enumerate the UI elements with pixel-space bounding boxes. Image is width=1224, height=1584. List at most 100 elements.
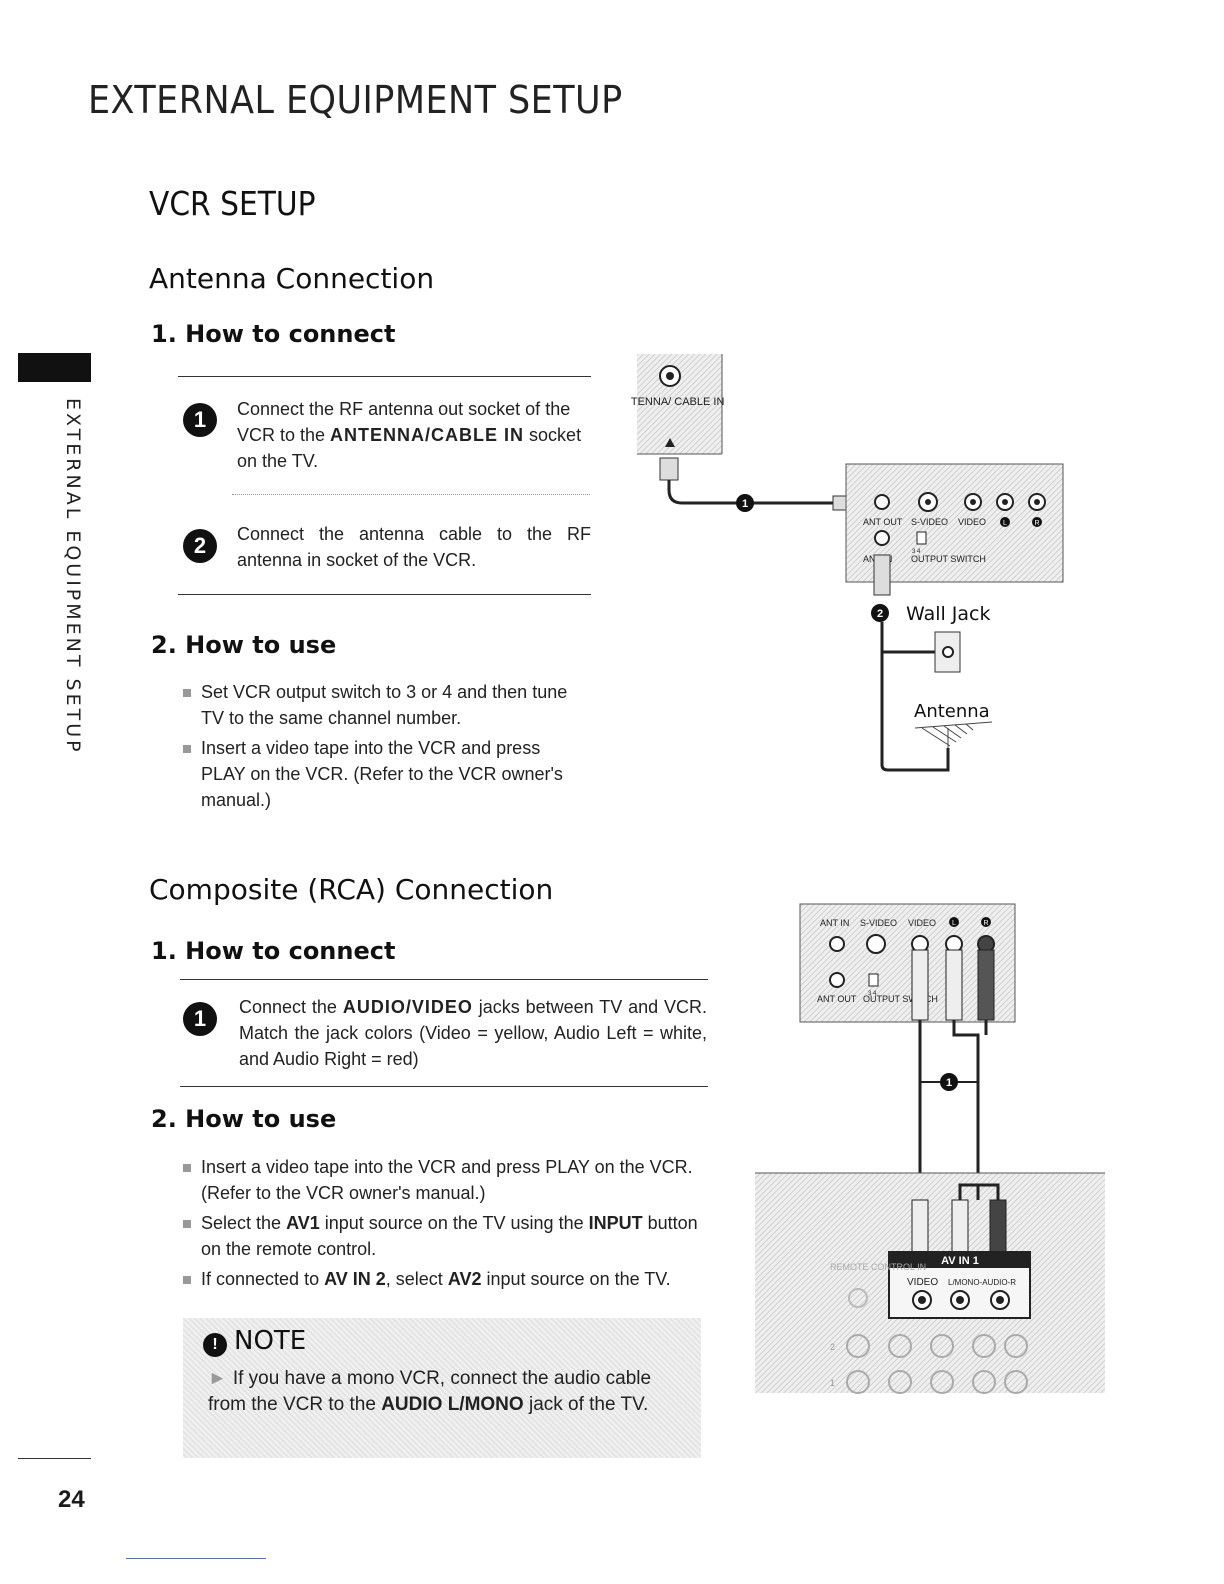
list-item-emphasis: AV2	[447, 1269, 482, 1289]
note-text-prefix: If you have a mono VCR, connect the audi…	[208, 1368, 652, 1415]
remote-control-label: REMOTE CONTROL IN	[830, 1262, 926, 1272]
tv-jack-label: ANTENNA/ CABLE IN	[630, 396, 724, 408]
note-arrow-icon: ►	[208, 1368, 227, 1389]
footer-line	[126, 1558, 266, 1559]
video-label: VIDEO	[958, 517, 986, 527]
ant-out-label: ANT OUT	[817, 994, 857, 1004]
list-item-text: Select the	[201, 1213, 287, 1233]
composite-connection-title: Composite (RCA) Connection	[149, 873, 554, 906]
step-1-text-emphasis: ANTENNA/CABLE IN	[330, 425, 525, 445]
list-item-emphasis: AV1	[286, 1213, 320, 1233]
step-divider	[232, 494, 590, 495]
switch-nums: 3 4	[912, 549, 921, 555]
antenna-step-1-text: Connect the RF antenna out socket of the…	[237, 396, 591, 474]
ant-out-jack-icon	[874, 494, 890, 510]
section-title: VCR SETUP	[149, 184, 316, 223]
note-title: NOTE	[234, 1326, 307, 1356]
list-item: Set VCR output switch to 3 or 4 and then…	[181, 679, 581, 731]
antenna-label: Antenna	[914, 701, 990, 722]
ant-out-label: ANT OUT	[863, 517, 903, 527]
antenna-cable	[880, 622, 950, 772]
divider	[180, 979, 708, 980]
antenna-connection-title: Antenna Connection	[149, 262, 435, 295]
callout-1-label: 1	[742, 498, 748, 510]
composite-step-text-prefix: Connect the	[239, 997, 343, 1017]
antenna-use-list: Set VCR output switch to 3 or 4 and then…	[181, 679, 581, 817]
l-label: L	[1003, 520, 1007, 527]
ant-out-jack-icon	[829, 972, 845, 988]
composite-step-text-suffix: jacks between TV and VCR. Match the jack…	[239, 997, 707, 1069]
video-plug-icon	[911, 949, 929, 1021]
list-item-text: , select	[385, 1269, 448, 1289]
s-video-jack-icon	[866, 934, 886, 954]
list-item-text: If connected to	[201, 1269, 325, 1289]
vcr-back-panel	[845, 463, 1064, 583]
antenna-icon	[914, 721, 993, 748]
antenna-step-2-text: Connect the antenna cable to the RF ante…	[237, 524, 591, 570]
divider	[178, 376, 591, 377]
list-item: Insert a video tape into the VCR and pre…	[181, 1154, 701, 1206]
list-item-emphasis: AV IN 2	[324, 1269, 386, 1289]
s-video-label: S-VIDEO	[911, 517, 948, 527]
list-item: Insert a video tape into the VCR and pre…	[181, 735, 581, 813]
output-switch-label: OUTPUT SWITCH	[911, 554, 986, 564]
ant-in-plug-icon	[873, 554, 891, 596]
step-1-text-suffix: socket on the TV.	[237, 425, 582, 471]
output-switch-label: OUTPUT SWITCH	[863, 994, 938, 1004]
callout-1-label: 1	[946, 1077, 952, 1089]
antenna-how-to-use-title: 2. How to use	[151, 631, 337, 659]
composite-step-text-emphasis: AUDIO/VIDEO	[342, 997, 473, 1017]
rf-cable	[667, 480, 833, 505]
output-switch-icon	[916, 531, 927, 545]
composite-connection-diagram: ANT IN S-VIDEO VIDEO L R 3 4 ANT OUT OUT…	[755, 903, 1105, 1394]
l-label: L	[952, 920, 956, 927]
r-label: R	[1034, 520, 1039, 527]
tv-audio-label: L/MONO-AUDIO-R	[948, 1278, 1016, 1287]
tv-jack-row-1	[846, 1334, 1028, 1394]
antenna-connection-diagram: ANTENNA/ CABLE IN 1 ANT OUT S-VIDEO VIDE…	[630, 354, 1064, 772]
audio-cable	[952, 1020, 980, 1200]
list-item-text: Insert a video tape into the VCR and pre…	[201, 1157, 693, 1203]
callout-1-badge	[940, 1073, 958, 1091]
divider	[178, 594, 591, 595]
ant-in-jack-icon	[874, 530, 890, 546]
composite-step-1-badge: 1	[183, 1002, 217, 1036]
list-item-text: button on the remote control.	[201, 1213, 698, 1259]
r-label: R	[983, 920, 988, 927]
tv-audio-r-plug-icon	[989, 1199, 1007, 1253]
tv-audio-l-plug-icon	[951, 1199, 969, 1253]
note-icon: !	[203, 1333, 227, 1357]
list-item-emphasis: INPUT	[588, 1213, 643, 1233]
note-text: ►If you have a mono VCR, connect the aud…	[208, 1366, 678, 1418]
av-in-label: AV IN 1	[941, 1255, 979, 1267]
row-2-label: 2	[830, 1342, 835, 1352]
side-tab-label: EXTERNAL EQUIPMENT SETUP	[62, 398, 84, 755]
callout-1-badge	[736, 494, 754, 512]
footer-divider	[18, 1458, 91, 1459]
video-label: VIDEO	[908, 918, 936, 928]
note-text-suffix: jack of the TV.	[523, 1394, 649, 1415]
wall-jack-label: Wall Jack	[906, 603, 991, 625]
row-1-label: 1	[830, 1378, 835, 1388]
step-1-text-prefix: Connect the RF antenna out socket of the…	[237, 399, 571, 445]
page-header: EXTERNAL EQUIPMENT SETUP	[88, 78, 623, 122]
audio-r-plug-icon	[977, 949, 995, 1021]
tv-video-label: VIDEO	[907, 1277, 938, 1288]
antenna-how-to-connect-title: 1. How to connect	[151, 320, 396, 348]
ant-in-label: ANT IN	[820, 918, 849, 928]
list-item-text: input source on the TV using the	[319, 1213, 589, 1233]
page-number: 24	[58, 1486, 85, 1513]
remote-jack-icon	[848, 1288, 868, 1308]
list-item-text: input source on the TV.	[481, 1269, 671, 1289]
note-text-emphasis: AUDIO L/MONO	[381, 1394, 524, 1415]
divider	[180, 1086, 708, 1087]
switch-nums: 3 4	[868, 991, 877, 997]
composite-how-to-use-title: 2. How to use	[151, 1105, 337, 1133]
composite-use-list: Insert a video tape into the VCR and pre…	[181, 1154, 701, 1296]
audio-l-plug-icon	[945, 949, 963, 1021]
tv-video-plug-icon	[911, 1199, 929, 1253]
step-2-badge: 2	[183, 529, 217, 563]
list-item: If connected to AV IN 2, select AV2 inpu…	[181, 1266, 701, 1292]
output-switch-icon	[868, 973, 879, 987]
ant-in-jack-icon	[829, 936, 845, 952]
